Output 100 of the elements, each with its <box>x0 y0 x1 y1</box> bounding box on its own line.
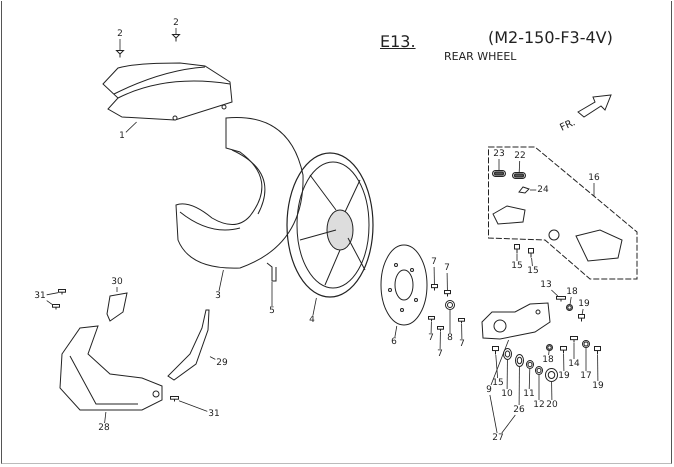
wheel-rim-drawing <box>286 152 376 298</box>
leader-line <box>116 286 118 292</box>
bolt-drawing <box>437 326 444 332</box>
leader-line <box>498 158 500 170</box>
bolt-drawing <box>594 346 601 355</box>
callout-number: 26 <box>512 405 526 415</box>
leader-line <box>538 374 540 400</box>
callout-number: 7 <box>458 339 466 349</box>
callout-number: 8 <box>446 333 454 343</box>
leader-line <box>551 290 558 296</box>
callout-number: 15 <box>491 378 505 388</box>
callout-number: 28 <box>97 423 111 433</box>
assembly-outline <box>488 146 638 280</box>
callout-number: 11 <box>522 389 536 399</box>
seal-drawing <box>526 360 534 369</box>
leader-line <box>501 414 516 434</box>
callout-number: 7 <box>430 257 438 267</box>
callout-number: 29 <box>215 358 229 368</box>
model-code: (M2-150-F3-4V) <box>488 28 613 47</box>
leader-line <box>570 296 572 304</box>
callout-number: 5 <box>268 306 276 316</box>
valve-drawing <box>266 262 278 282</box>
front-marker-text: FR. <box>558 117 578 134</box>
callout-number: 9 <box>485 385 493 395</box>
bolt-drawing <box>458 318 465 324</box>
bolt-drawing <box>444 290 451 297</box>
leader-line <box>178 400 208 412</box>
callout-number: 19 <box>591 381 605 391</box>
leader-line <box>104 412 106 424</box>
bolt-drawing <box>492 346 499 355</box>
bracket-plate-drawing <box>106 292 128 322</box>
callout-number: 31 <box>207 409 221 419</box>
callout-number: 1 <box>118 131 126 141</box>
callout-number: 15 <box>526 266 540 276</box>
bolt-drawing <box>570 336 578 343</box>
callout-number: 10 <box>500 389 514 399</box>
mudguard-drawing <box>58 326 164 412</box>
leader-line <box>46 292 58 296</box>
leader-line <box>506 360 508 390</box>
callout-number: 4 <box>308 315 316 325</box>
leader-line <box>430 322 432 334</box>
leader-line <box>518 366 520 406</box>
leader-line <box>394 326 398 338</box>
caliper-bracket-drawing <box>480 302 552 340</box>
leader-line <box>528 368 530 390</box>
nipple-drawing <box>582 340 590 348</box>
brake-pad-drawing <box>512 172 526 179</box>
brake-disc-drawing <box>380 244 428 326</box>
leader-line <box>495 354 498 378</box>
leader-line <box>218 270 224 292</box>
bolt-drawing <box>428 316 435 322</box>
leader-line <box>46 300 52 305</box>
cap-drawing <box>545 368 558 382</box>
nipple-drawing <box>566 304 573 311</box>
callout-number: 7 <box>443 263 451 273</box>
callout-number: 19 <box>557 371 571 381</box>
leader-line <box>563 354 564 372</box>
part-title: REAR WHEEL <box>444 50 516 63</box>
leader-line <box>434 266 435 284</box>
leader-line <box>516 254 518 262</box>
callout-number: 22 <box>513 151 527 161</box>
callout-number: 27 <box>491 433 505 443</box>
body-cover-drawing <box>102 62 234 122</box>
nipple-drawing <box>546 344 553 351</box>
spring-clip-drawing <box>518 186 530 194</box>
callout-number: 12 <box>532 400 546 410</box>
collar-drawing <box>445 300 455 310</box>
callout-number: 18 <box>541 355 555 365</box>
leader-line <box>597 354 598 382</box>
leader-line <box>551 382 552 400</box>
title: E13. <box>380 32 416 51</box>
callout-number: 30 <box>110 277 124 287</box>
callout-number: 2 <box>116 29 124 39</box>
callout-number: 15 <box>510 261 524 271</box>
callout-number: 7 <box>427 333 435 343</box>
screw-drawing <box>172 34 180 42</box>
bolt-drawing <box>578 314 585 322</box>
callout-number: 24 <box>536 185 550 195</box>
callout-number: 16 <box>587 173 601 183</box>
screw-drawing <box>116 50 124 58</box>
bearing-drawing <box>503 348 512 360</box>
callout-number: 7 <box>436 349 444 359</box>
support-strut-drawing <box>166 308 210 382</box>
leader-line <box>490 340 509 386</box>
leader-line <box>548 350 550 356</box>
bolt-drawing <box>556 296 566 302</box>
leader-line <box>312 298 317 316</box>
leader-line <box>440 332 441 350</box>
callout-number: 13 <box>539 280 553 290</box>
callout-number: 2 <box>172 18 180 28</box>
brake-pad-drawing <box>492 170 506 177</box>
leader-line <box>582 308 584 314</box>
callout-number: 6 <box>390 337 398 347</box>
bolt-drawing <box>52 304 60 310</box>
callout-number: 18 <box>565 287 579 297</box>
leader-line <box>461 324 462 340</box>
bolt-drawing <box>514 244 520 254</box>
callout-number: 17 <box>579 371 593 381</box>
bolt-drawing <box>170 396 179 402</box>
bolt-drawing <box>431 284 438 291</box>
